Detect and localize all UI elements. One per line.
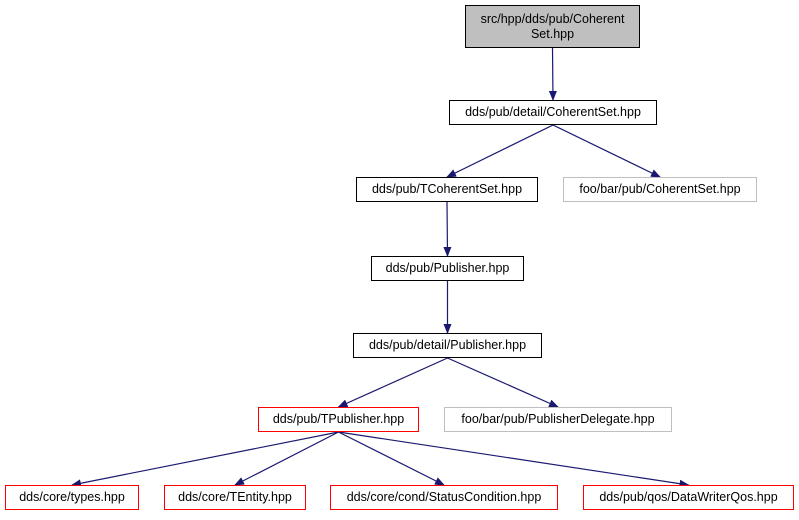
edge-layer — [71, 47, 690, 488]
node-label: dds/pub/qos/DataWriterQos.hpp — [599, 490, 778, 504]
node-core-tentity-hpp[interactable]: dds/core/TEntity.hpp — [164, 485, 306, 510]
node-label: dds/pub/detail/Publisher.hpp — [368, 338, 527, 352]
node-label: foo/bar/pub/CoherentSet.hpp — [579, 182, 741, 196]
node-label: dds/pub/TPublisher.hpp — [272, 412, 405, 426]
node-tcoherentset-hpp[interactable]: dds/pub/TCoherentSet.hpp — [356, 177, 538, 202]
edge-tcoherentset-to-publisher — [443, 201, 452, 257]
node-label: dds/pub/Publisher.hpp — [385, 261, 510, 275]
edge-detail_coherentset-to-tcoherentset — [446, 124, 554, 178]
edge-detail_coherentset-to-foo_coherentset — [552, 124, 661, 178]
edge-root-to-detail_coherentset — [548, 47, 557, 101]
node-detail-publisher-hpp[interactable]: dds/pub/detail/Publisher.hpp — [353, 333, 542, 358]
node-label: dds/pub/TCoherentSet.hpp — [371, 182, 523, 196]
edge-tpublisher-to-core_tentity — [234, 431, 339, 486]
node-label-line-2: Set.hpp — [530, 26, 575, 41]
node-qos-datawriterqos-hpp[interactable]: dds/pub/qos/DataWriterQos.hpp — [583, 485, 794, 510]
node-label: dds/core/types.hpp — [19, 490, 125, 504]
node-label: foo/bar/pub/PublisherDelegate.hpp — [461, 412, 655, 426]
edge-detail_publisher-to-tpublisher — [337, 357, 448, 408]
edge-tpublisher-to-core_types — [71, 431, 339, 488]
node-core-types-hpp[interactable]: dds/core/types.hpp — [5, 485, 139, 510]
node-label: dds/core/cond/StatusCondition.hpp — [346, 490, 542, 504]
node-publisher-hpp[interactable]: dds/pub/Publisher.hpp — [371, 256, 524, 281]
node-foo-publisherdelegate-hpp[interactable]: foo/bar/pub/PublisherDelegate.hpp — [444, 407, 672, 432]
node-core-statuscondition-hpp[interactable]: dds/core/cond/StatusCondition.hpp — [330, 485, 558, 510]
node-root-coherentset-hpp[interactable]: src/hpp/dds/pub/Coherent Set.hpp — [465, 5, 640, 48]
edge-tpublisher-to-core_statuscondition — [338, 431, 445, 486]
node-label: dds/core/TEntity.hpp — [178, 490, 292, 504]
node-label-line-1: src/hpp/dds/pub/Coherent — [480, 11, 625, 26]
node-label: src/hpp/dds/pub/Coherent Set.hpp — [481, 12, 625, 42]
edge-tpublisher-to-qos_datawriterqos — [338, 431, 690, 488]
node-foo-coherentset-hpp[interactable]: foo/bar/pub/CoherentSet.hpp — [563, 177, 757, 202]
node-tpublisher-hpp[interactable]: dds/pub/TPublisher.hpp — [258, 407, 419, 432]
node-label: dds/pub/detail/CoherentSet.hpp — [465, 105, 641, 119]
node-detail-coherentset-hpp[interactable]: dds/pub/detail/CoherentSet.hpp — [449, 100, 657, 125]
edge-detail_publisher-to-foo_publisherdelegate — [447, 357, 559, 408]
